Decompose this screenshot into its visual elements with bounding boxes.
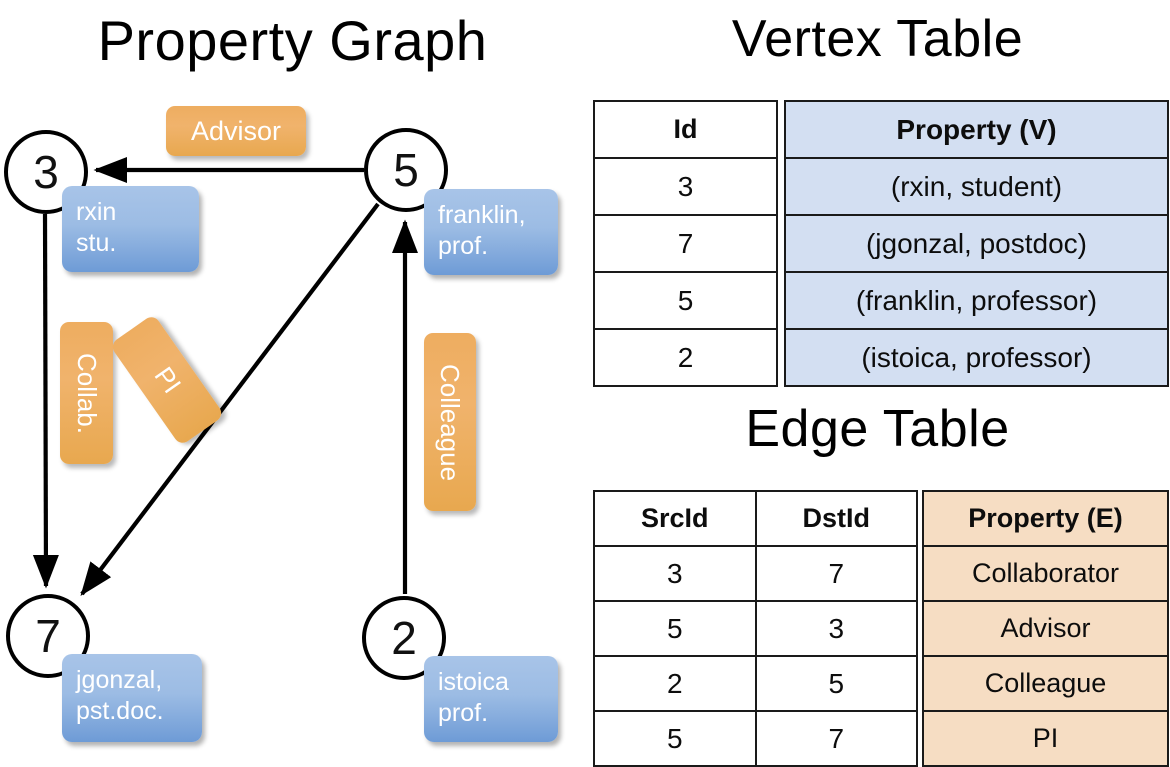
edge-label-collab: Collab. <box>60 322 113 464</box>
table-header-row: Property (V) <box>784 100 1169 159</box>
table-header-row: SrcId DstId <box>593 490 918 547</box>
edge-src-cell: 3 <box>593 545 757 602</box>
edge-arrow-collab <box>32 213 59 589</box>
page-title-property-graph: Property Graph <box>97 9 488 72</box>
edge-arrow-pi <box>80 202 380 597</box>
page-title-edge-table: Edge Table <box>745 400 1010 458</box>
table-row: 7 <box>593 214 778 273</box>
table-row: 5 <box>593 271 778 330</box>
node-property-box-franklin: franklin, prof. <box>424 189 558 275</box>
table-row: Collaborator <box>922 545 1169 602</box>
edge-table-property-column: Property (E) Collaborator Advisor Collea… <box>922 490 1169 767</box>
edge-src-cell: 2 <box>593 655 757 712</box>
vertex-table-header-property: Property (V) <box>784 100 1169 159</box>
table-row: (rxin, student) <box>784 157 1169 216</box>
vertex-id-cell: 3 <box>593 157 778 216</box>
vertex-id-cell: 5 <box>593 271 778 330</box>
table-row: 2 5 <box>593 655 918 712</box>
edge-label-advisor-text: Advisor <box>190 115 282 146</box>
property-graph-diagram: 3 5 7 2 rxin stu. franklin, prof. jgonza… <box>0 0 585 760</box>
table-row: Colleague <box>922 655 1169 712</box>
table-row: 5 3 <box>593 600 918 657</box>
vertex-property-cell: (franklin, professor) <box>784 271 1169 330</box>
edge-property-cell: Advisor <box>922 600 1169 657</box>
table-row: PI <box>922 710 1169 767</box>
node-property-box-jgonzal: jgonzal, pst.doc. <box>62 654 202 742</box>
vertex-id-cell: 2 <box>593 328 778 387</box>
edge-table-header-dstid: DstId <box>754 490 918 547</box>
edge-dst-cell: 7 <box>754 710 918 767</box>
edge-label-pi-text: PI <box>148 361 187 399</box>
table-row: 3 <box>593 157 778 216</box>
table-row: 5 7 <box>593 710 918 767</box>
vertex-table-property-column: Property (V) (rxin, student) (jgonzal, p… <box>784 100 1169 387</box>
edge-dst-cell: 3 <box>754 600 918 657</box>
edge-label-colleague: Colleague <box>424 333 476 511</box>
vertex-id-cell: 7 <box>593 214 778 273</box>
edge-label-advisor: Advisor <box>166 106 306 156</box>
edge-table-id-columns: SrcId DstId 3 7 5 3 2 5 5 7 <box>593 490 918 767</box>
edge-property-cell: PI <box>922 710 1169 767</box>
table-row: Advisor <box>922 600 1169 657</box>
vertex-table-header-id: Id <box>593 100 778 159</box>
table-header-row: Property (E) <box>922 490 1169 547</box>
edge-property-cell: Colleague <box>922 655 1169 712</box>
edge-dst-cell: 7 <box>754 545 918 602</box>
table-row: 2 <box>593 328 778 387</box>
table-row: (istoica, professor) <box>784 328 1169 387</box>
vertex-property-cell: (istoica, professor) <box>784 328 1169 387</box>
graph-node-2[interactable]: 2 <box>362 596 446 680</box>
edge-src-cell: 5 <box>593 600 757 657</box>
node-property-box-rxin: rxin stu. <box>62 186 199 272</box>
vertex-property-cell: (rxin, student) <box>784 157 1169 216</box>
table-row: (franklin, professor) <box>784 271 1169 330</box>
node-property-box-istoica: istoica prof. <box>424 656 558 742</box>
page-title-vertex-table: Vertex Table <box>731 10 1024 68</box>
graph-edge-arrows <box>32 156 419 597</box>
edge-table-header-property: Property (E) <box>922 490 1169 547</box>
edge-table-header-srcid: SrcId <box>593 490 757 547</box>
table-row: 3 7 <box>593 545 918 602</box>
table-row: (jgonzal, postdoc) <box>784 214 1169 273</box>
table-header-row: Id <box>593 100 778 159</box>
vertex-table-id-column: Id 3 7 5 2 <box>593 100 778 387</box>
edge-dst-cell: 5 <box>754 655 918 712</box>
vertex-property-cell: (jgonzal, postdoc) <box>784 214 1169 273</box>
edge-property-cell: Collaborator <box>922 545 1169 602</box>
edge-label-colleague-text: Colleague <box>435 363 466 481</box>
graph-node-5[interactable]: 5 <box>364 128 448 212</box>
edge-src-cell: 5 <box>593 710 757 767</box>
edge-label-collab-text: Collab. <box>72 352 102 434</box>
